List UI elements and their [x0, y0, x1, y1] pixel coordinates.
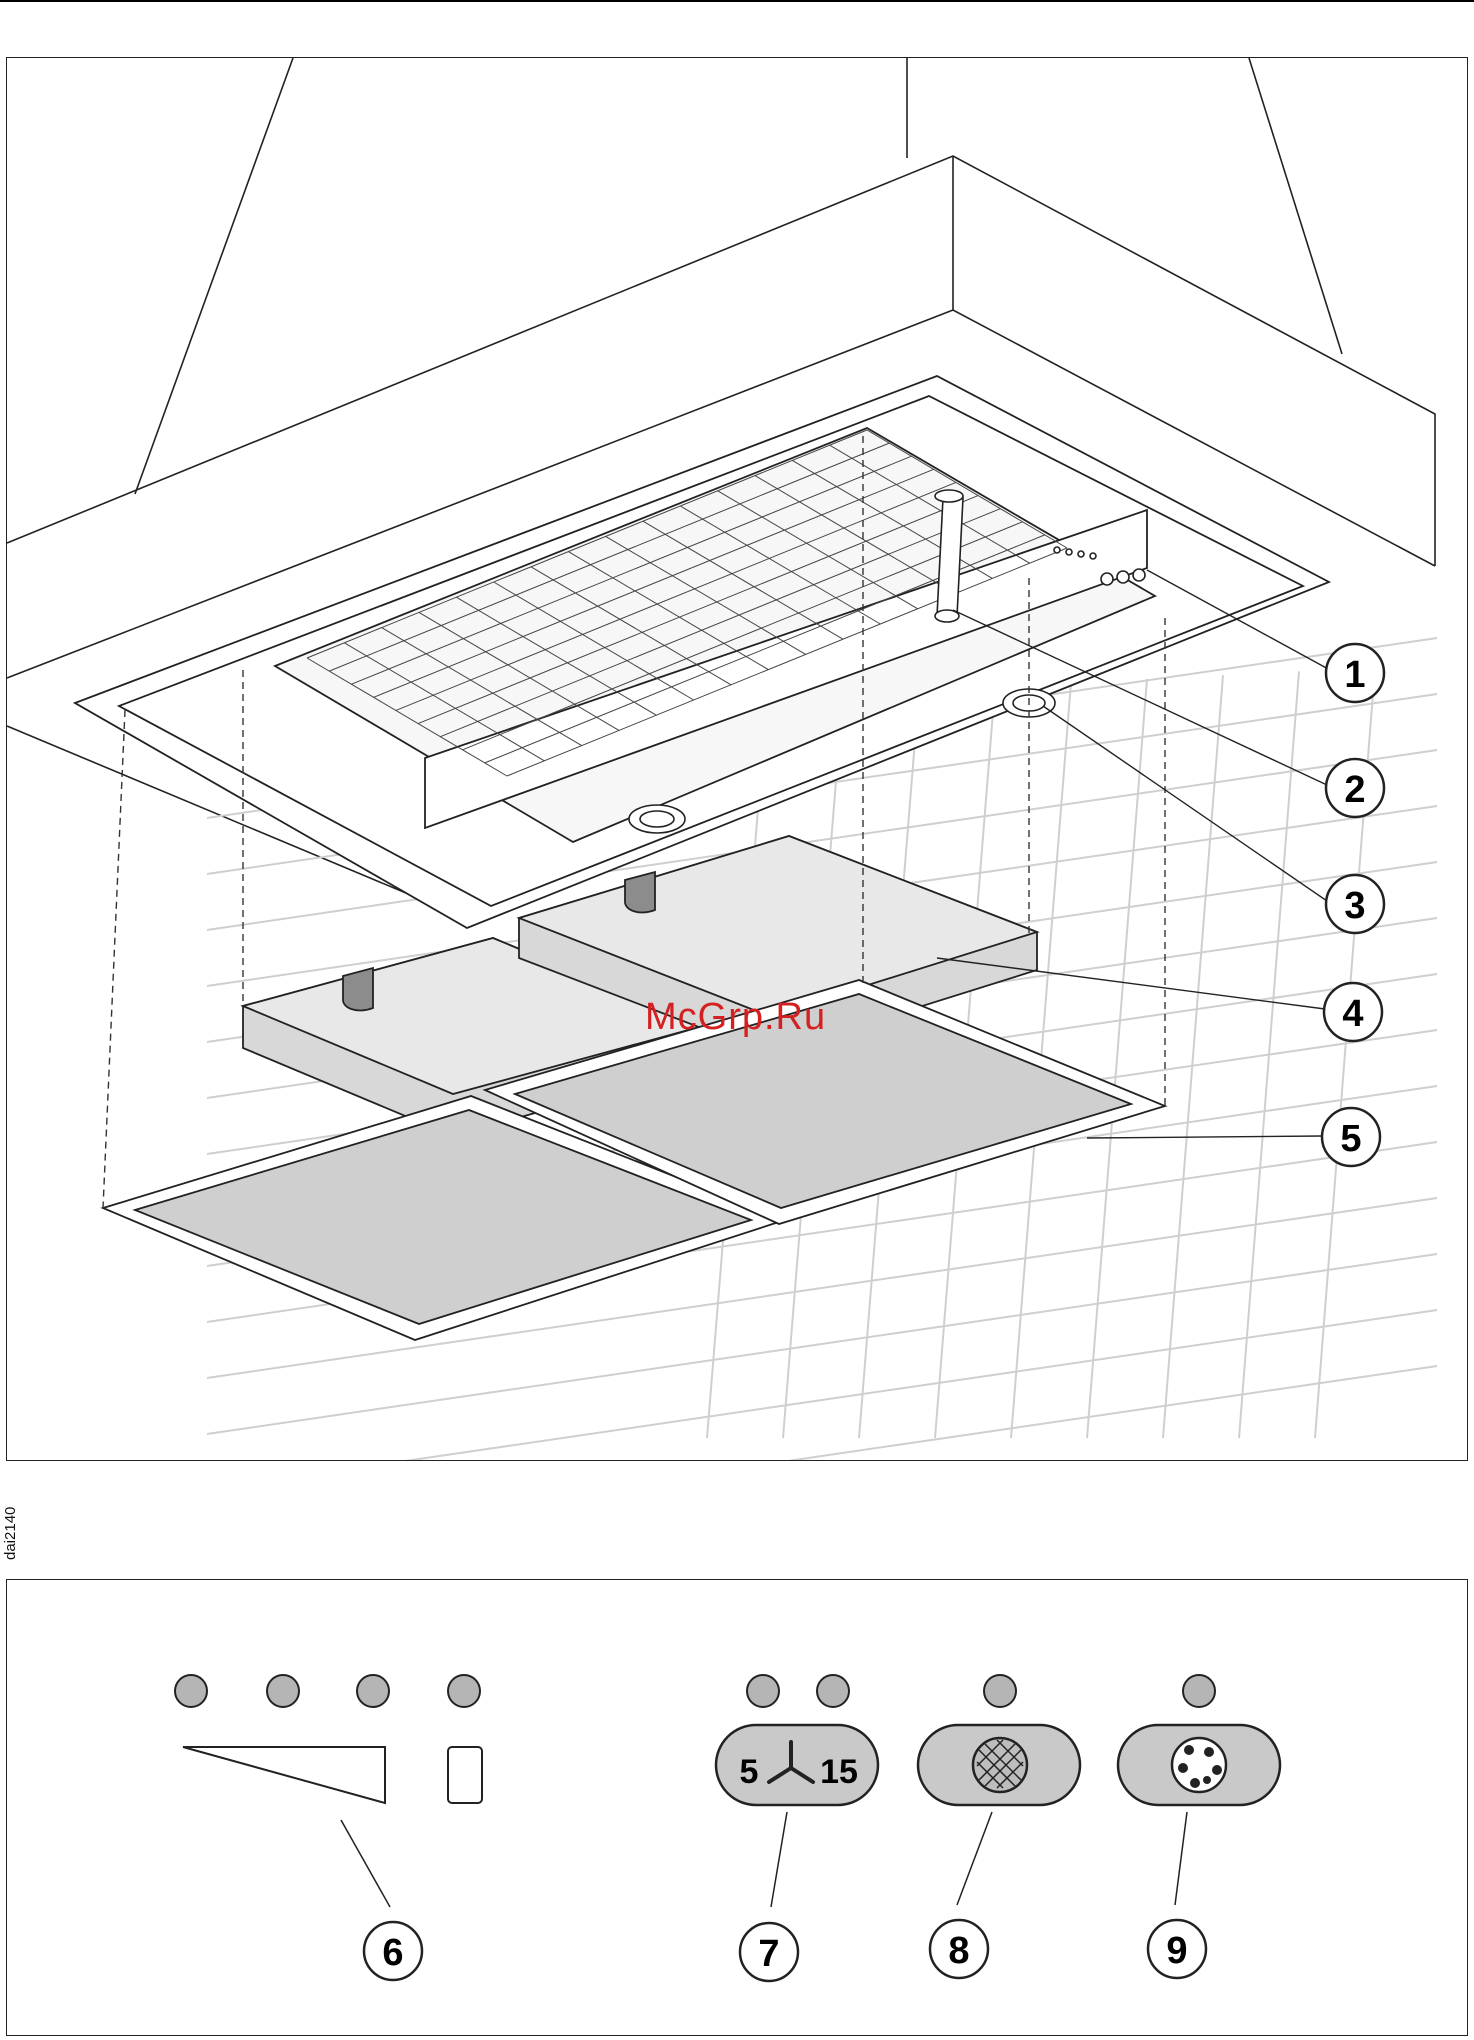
boost-key[interactable]	[448, 1747, 482, 1803]
timer-15-label: 15	[820, 1753, 858, 1791]
cabinet-edge-left	[135, 58, 293, 494]
watermark-text: McGrp.Ru	[645, 996, 826, 1039]
timer-led-1	[747, 1675, 779, 1707]
callout-6: 6	[364, 1922, 422, 1980]
callout-5-label: 5	[1340, 1118, 1361, 1160]
timer-led-2	[817, 1675, 849, 1707]
ctrl-led-1	[1054, 547, 1060, 553]
speed-led-1	[175, 1675, 207, 1707]
ctrl-dot-2	[1117, 571, 1129, 583]
callout-7: 7	[740, 1923, 798, 1981]
speed-slider[interactable]	[183, 1747, 385, 1803]
rod-top	[935, 490, 963, 502]
hood-diagram-svg: 1 2 3 4 5	[7, 58, 1467, 1460]
callout-9: 9	[1148, 1920, 1206, 1978]
callout-5: 5	[1322, 1108, 1380, 1166]
hood-exploded-view-panel: 1 2 3 4 5	[6, 57, 1468, 1461]
ctrl-led-3	[1078, 551, 1084, 557]
control-panel-svg: 5 15	[7, 1580, 1467, 2035]
control-leader-lines	[341, 1812, 1187, 1907]
control-panel-view: 5 15	[6, 1579, 1468, 2036]
mesh-icon	[973, 1738, 1027, 1792]
callout-4-label: 4	[1342, 993, 1363, 1035]
ctrl-led-2	[1066, 549, 1072, 555]
grid-line	[207, 1310, 1437, 1460]
carbon-filter-button[interactable]	[1118, 1725, 1280, 1805]
callout-1-label: 1	[1344, 654, 1365, 696]
callout-3-label: 3	[1344, 885, 1365, 927]
ctrl-led-4	[1090, 553, 1096, 559]
filter-clip-right	[625, 872, 655, 912]
top-rule	[0, 0, 1474, 2]
grid-line	[207, 1366, 1437, 1460]
speed-led-2	[267, 1675, 299, 1707]
ctrl-dot-1	[1101, 573, 1113, 585]
callout-4: 4	[1324, 983, 1382, 1041]
cabinet-edge-right	[1249, 58, 1342, 354]
timer-button[interactable]: 5 15	[716, 1725, 878, 1805]
speed-led-3	[357, 1675, 389, 1707]
callout-3: 3	[1326, 875, 1384, 933]
filter-clip-left	[343, 968, 373, 1010]
callout-7-label: 7	[758, 1933, 779, 1975]
speed-led-4	[448, 1675, 480, 1707]
grease-filter-led	[984, 1675, 1016, 1707]
callout-8-label: 8	[948, 1930, 969, 1972]
callout-8: 8	[930, 1920, 988, 1978]
callout-9-label: 9	[1166, 1930, 1187, 1972]
ctrl-dot-3	[1133, 569, 1145, 581]
diagram-code: dai2140	[2, 1507, 19, 1560]
timer-5-label: 5	[740, 1753, 759, 1791]
grease-filter-button[interactable]	[918, 1725, 1080, 1805]
callout-6-label: 6	[382, 1932, 403, 1974]
callout-1: 1	[1326, 644, 1384, 702]
carbon-filter-led	[1183, 1675, 1215, 1707]
callout-2: 2	[1326, 759, 1384, 817]
lamp-left-inner	[640, 811, 674, 827]
callout-2-label: 2	[1344, 769, 1365, 811]
